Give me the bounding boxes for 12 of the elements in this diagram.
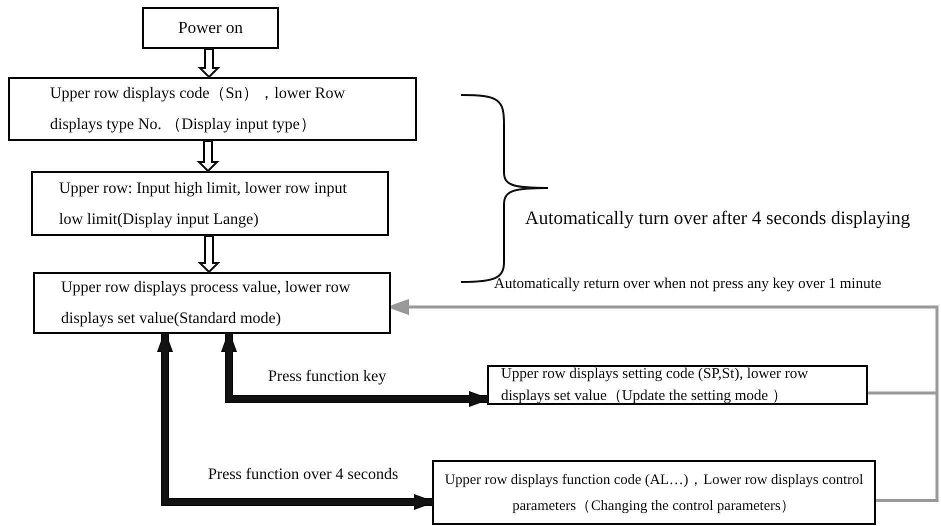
edge-label: Automatically return over when not press any key over 1 minute: [494, 276, 882, 293]
hollow-arrow: [198, 235, 220, 274]
process-box: Power on: [142, 7, 279, 49]
process-box: Upper row displays code（Sn），lower Row displays type No. （Display input type）: [8, 77, 417, 141]
note-text: Automatically turn over after 4 seconds displaying: [525, 208, 910, 230]
process-box: Upper row: Input high limit, lower row input low limit(Display input Lange): [31, 171, 389, 236]
edge-label: Press function key: [268, 368, 386, 386]
process-box: Upper row displays function code (AL…)，Lower row displays control parameters（Changing the control parameters）: [432, 460, 876, 525]
hollow-arrow: [198, 48, 220, 78]
process-box: Upper row displays setting code (SP,St), lower row displays set value（Update the setting mode ）: [487, 365, 868, 405]
process-box: Upper row displays process value, lower row displays set value(Standard mode): [33, 272, 391, 334]
hollow-arrow: [196, 140, 220, 172]
